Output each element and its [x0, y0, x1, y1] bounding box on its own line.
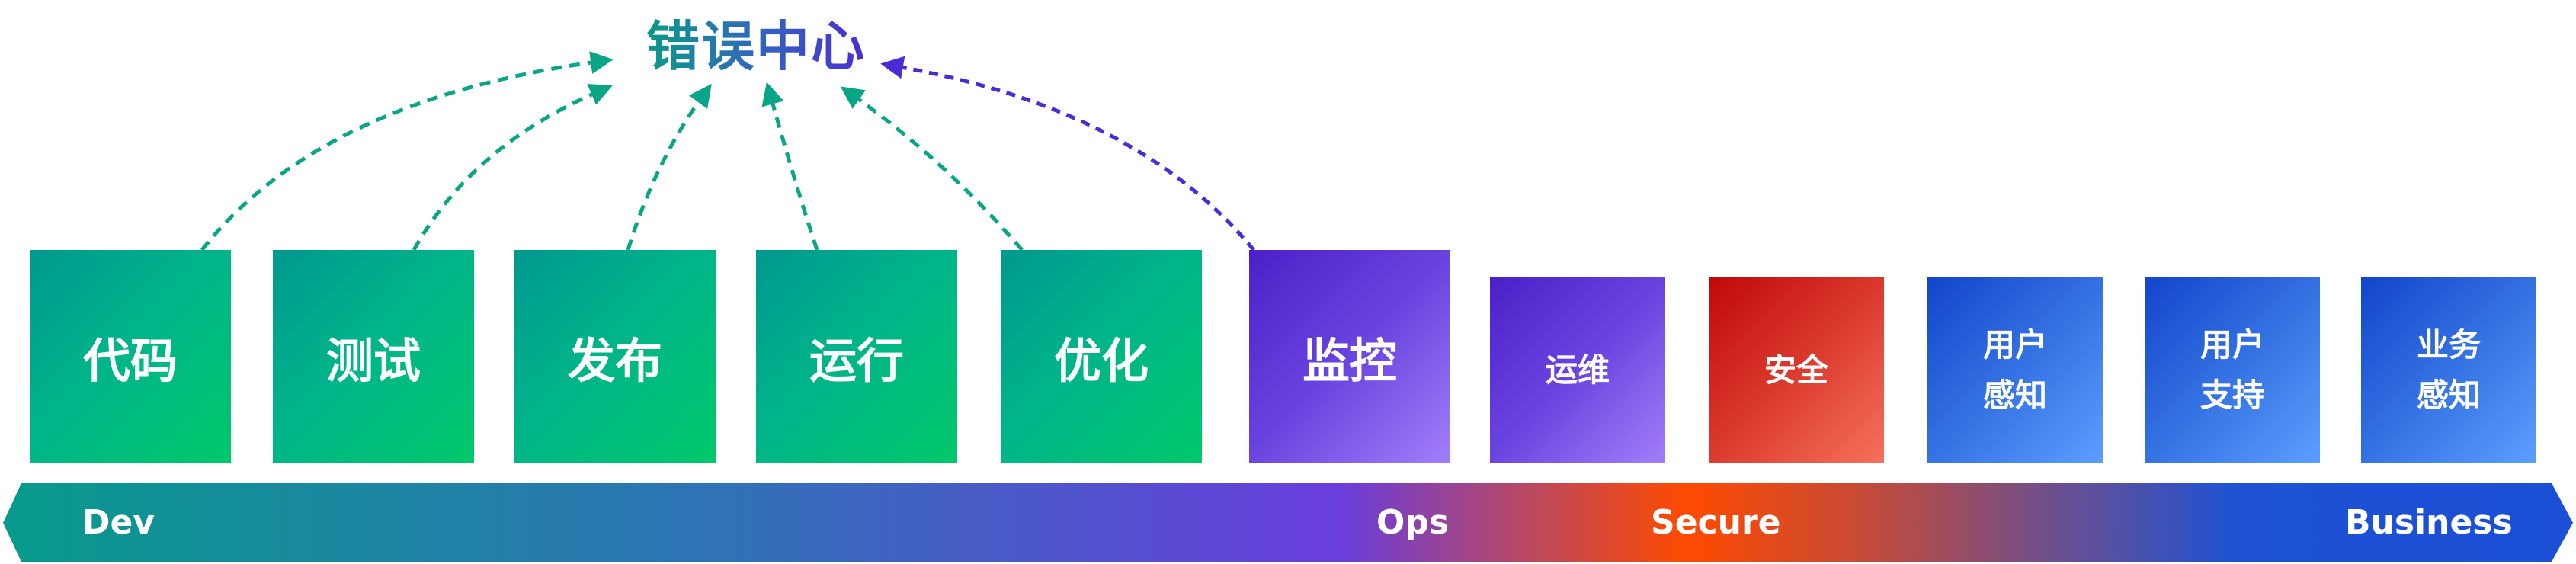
stage-user-support: 用户 支持 [2145, 277, 2320, 463]
arrow-run-to-center [761, 82, 819, 251]
arrow-release-to-center [626, 83, 712, 251]
stage-label: 运行 [809, 333, 904, 389]
arrow-code-to-center [200, 51, 614, 252]
stage-business-perception: 业务 感知 [2361, 277, 2536, 463]
stage-label: 测试 [325, 333, 421, 389]
stage-label: 业务 感知 [2416, 326, 2481, 414]
devsecops-band [3, 483, 2573, 562]
error-center-title: 错误中心 [646, 12, 866, 81]
stage-code: 代码 [30, 250, 231, 463]
band-label-secure: Secure [1651, 503, 1781, 542]
stage-test: 测试 [273, 250, 474, 463]
stage-monitor: 监控 [1249, 250, 1450, 463]
arrow-test-to-center [412, 84, 613, 252]
arrow-optimize-to-center [840, 86, 1024, 252]
stage-label: 用户 支持 [2200, 326, 2264, 414]
stage-label: 代码 [82, 333, 178, 389]
band-label-dev: Dev [82, 503, 155, 542]
stage-security: 安全 [1709, 277, 1884, 463]
stage-optimize: 优化 [1001, 250, 1202, 463]
stage-label: 监控 [1302, 333, 1397, 389]
stage-ops: 运维 [1490, 277, 1665, 463]
stage-label: 发布 [567, 333, 662, 389]
stage-label: 运维 [1545, 351, 1610, 389]
band-label-ops: Ops [1376, 503, 1450, 542]
stage-label: 用户 感知 [1982, 326, 2047, 414]
stage-label: 优化 [1053, 333, 1149, 389]
stage-release: 发布 [514, 250, 716, 463]
band-label-business: Business [2345, 503, 2513, 542]
stage-user-perception: 用户 感知 [1927, 277, 2103, 463]
stage-run: 运行 [756, 250, 957, 463]
arrow-monitor-to-center [880, 56, 1255, 252]
stage-label: 安全 [1764, 351, 1828, 389]
